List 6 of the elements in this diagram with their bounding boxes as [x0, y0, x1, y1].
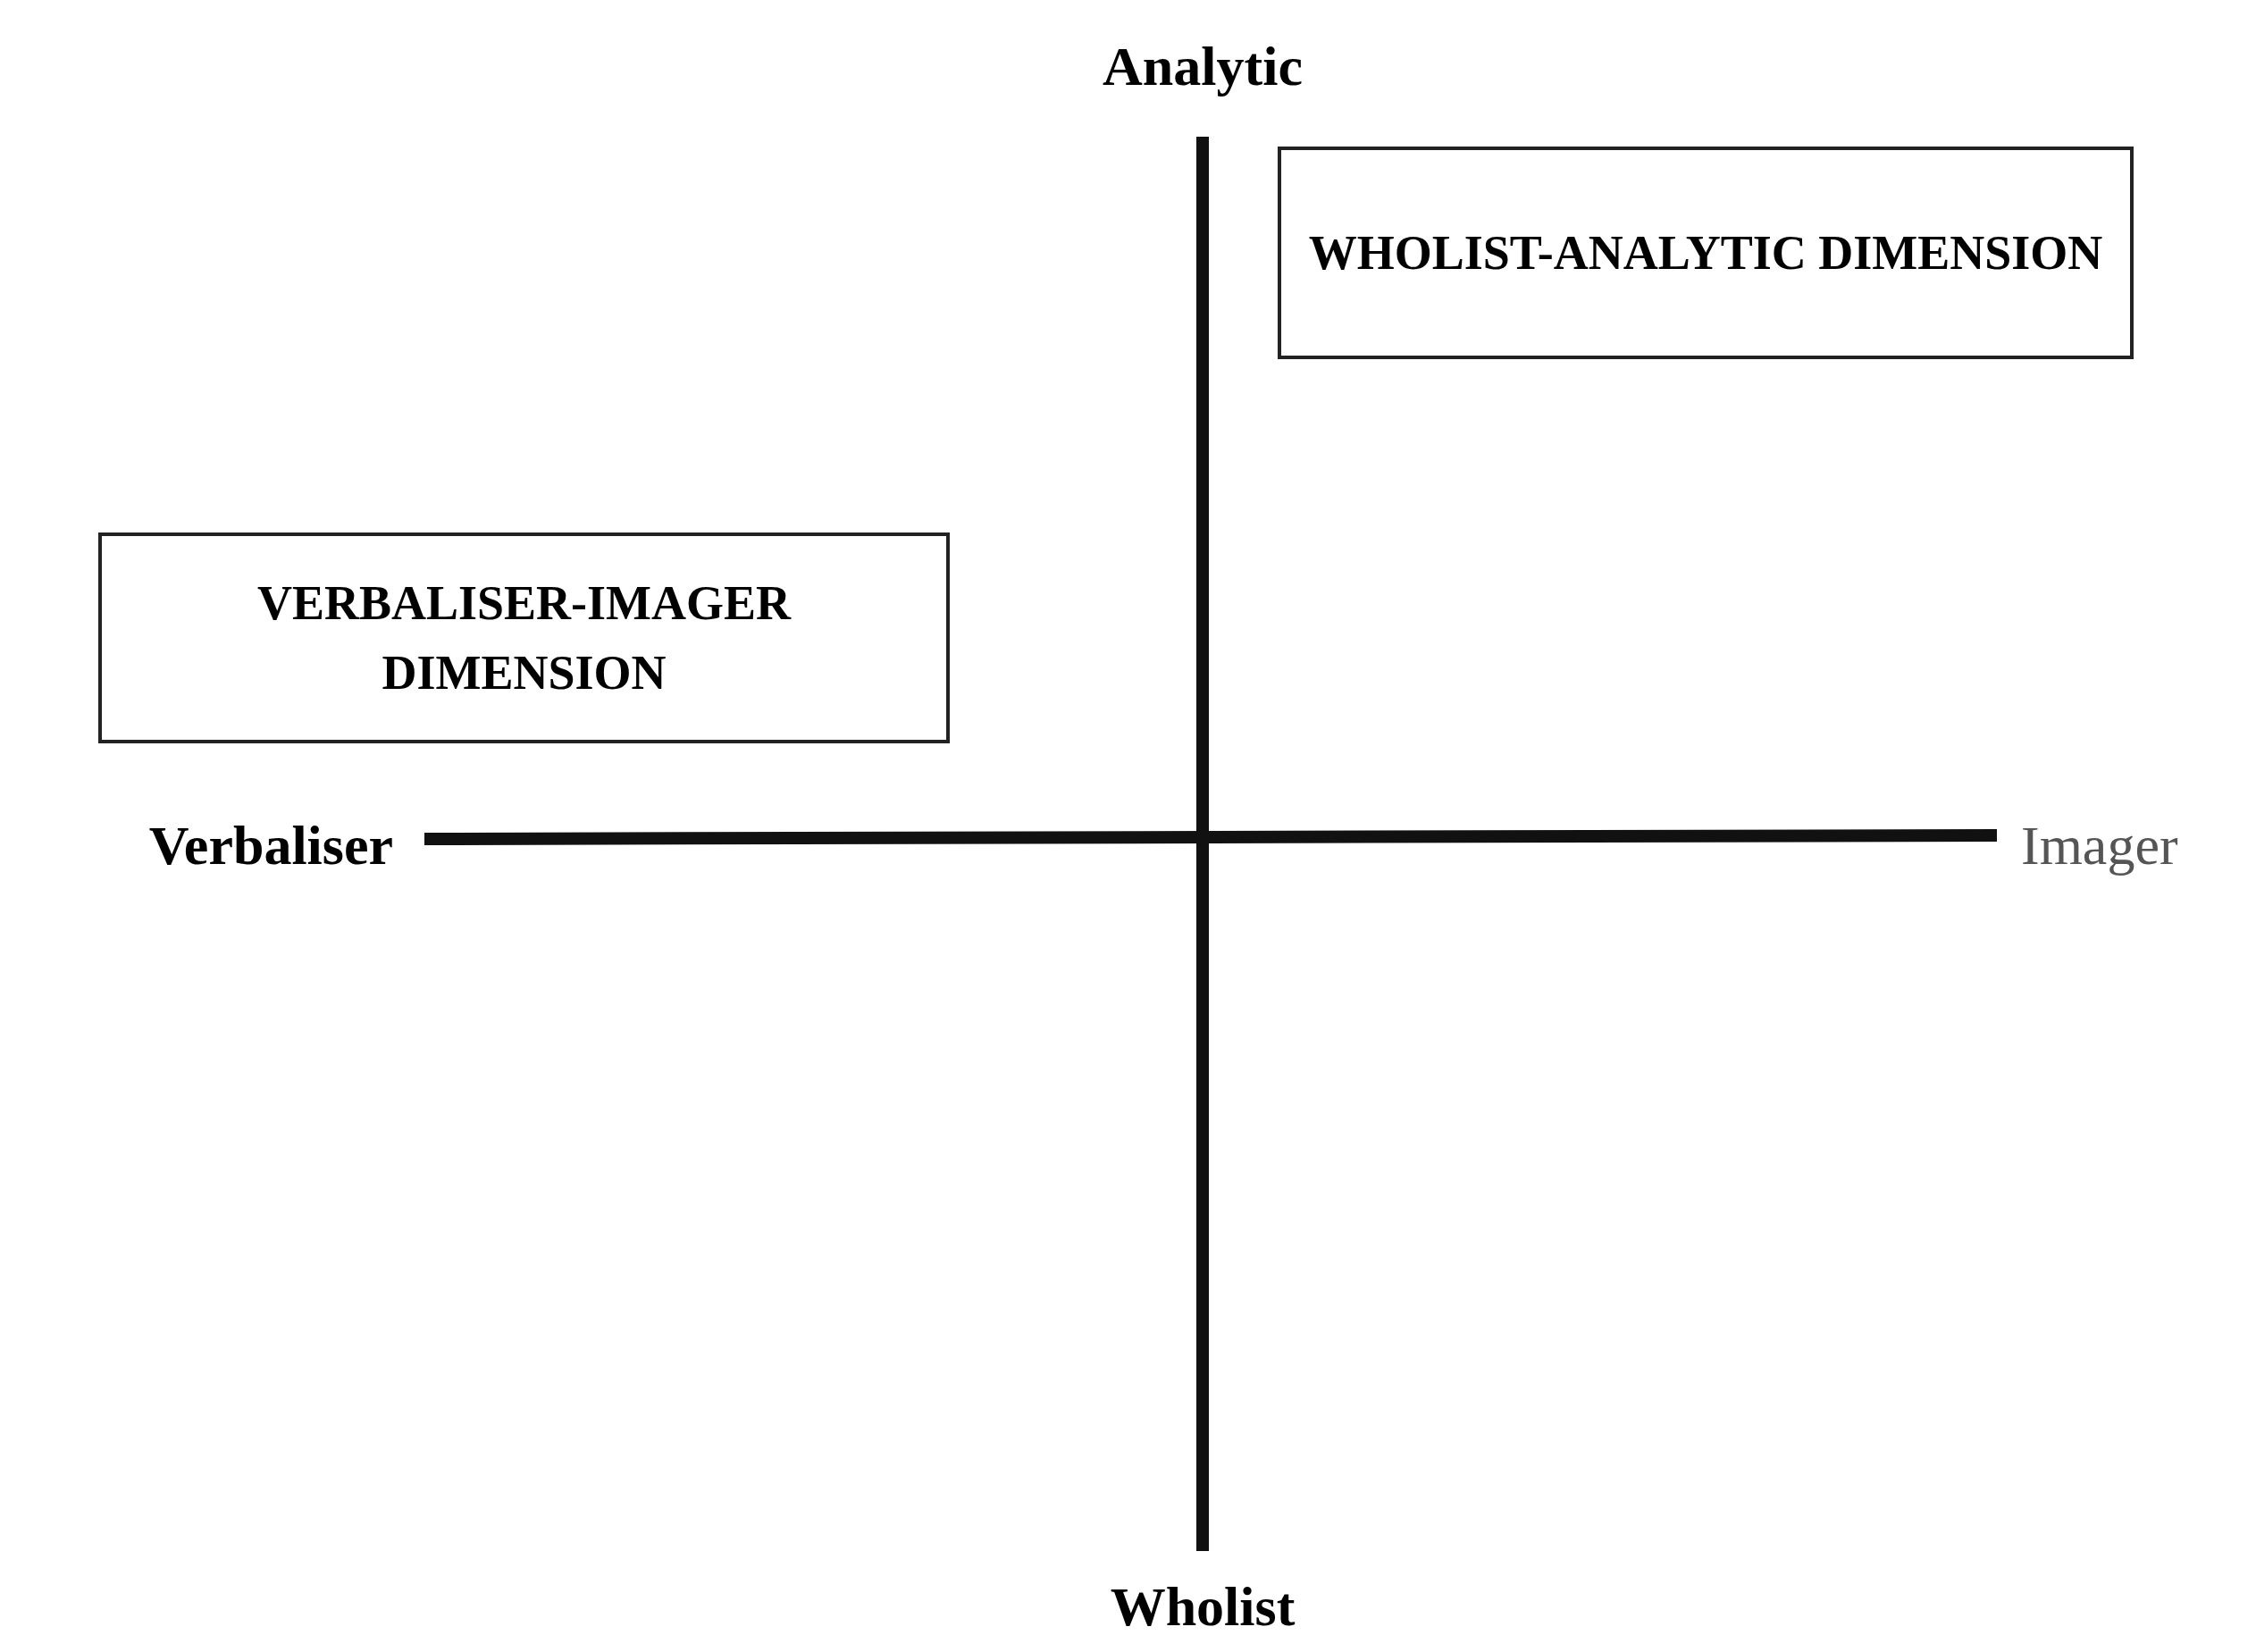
- axis-label: Imager: [2021, 814, 2178, 877]
- axis-label: Analytic: [1103, 35, 1303, 98]
- dimension-box: VERBALISER-IMAGER DIMENSION: [98, 532, 950, 743]
- axis-label: Verbaliser: [148, 814, 393, 877]
- dimension-box: WHOLIST-ANALYTIC DIMENSION: [1278, 147, 2134, 359]
- axis-label: Wholist: [1110, 1575, 1296, 1639]
